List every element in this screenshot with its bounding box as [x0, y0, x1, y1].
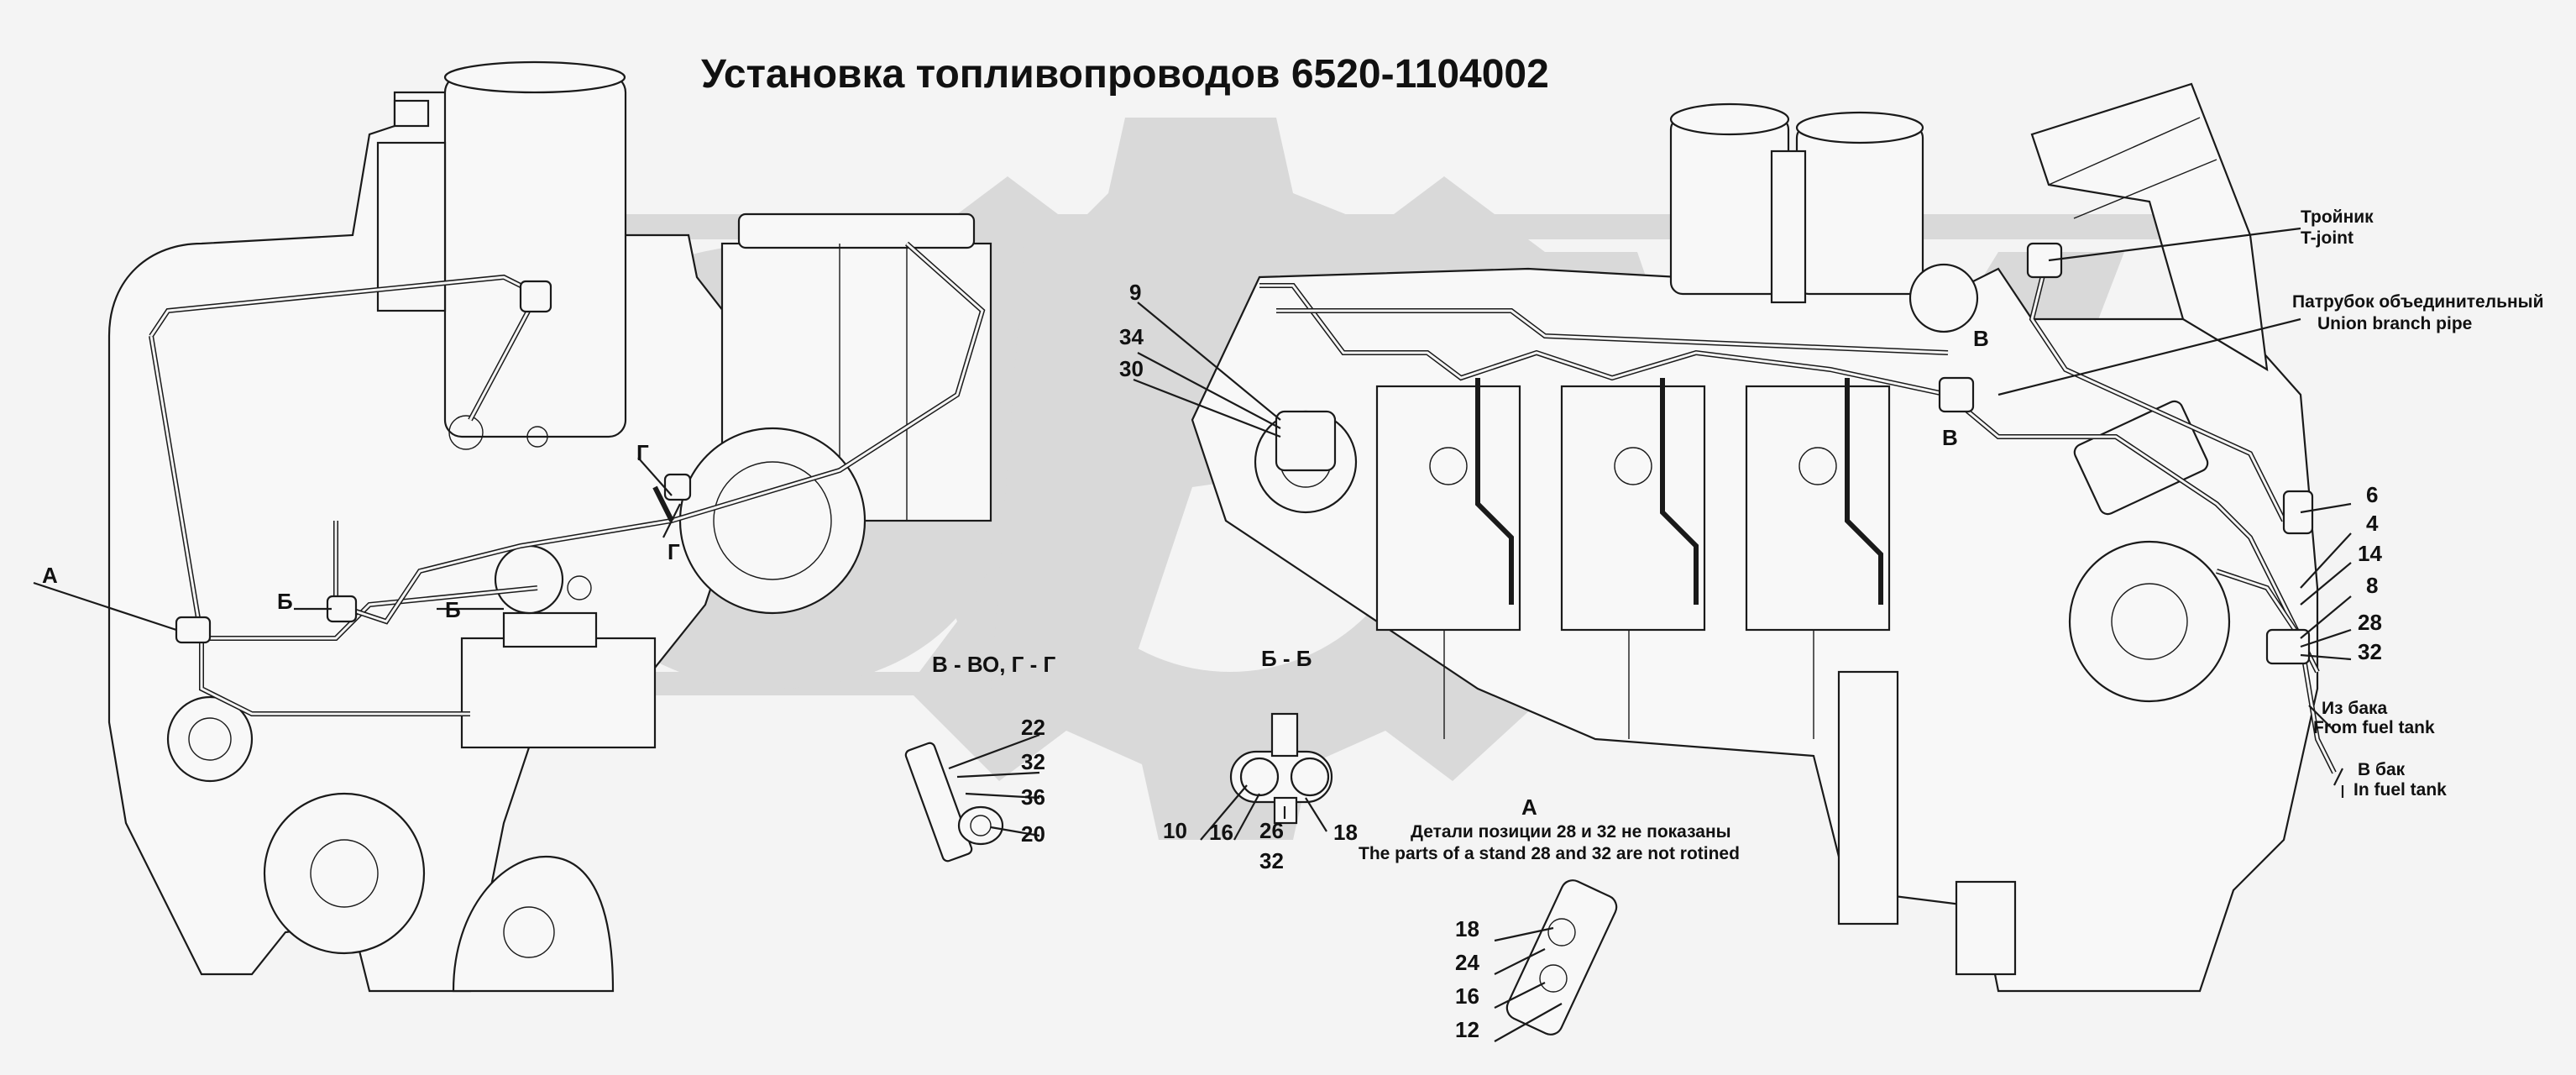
- gear-housing: [263, 792, 426, 955]
- view-g-marker-upper: Г: [636, 440, 649, 465]
- callout-6: 6: [2366, 482, 2378, 507]
- view-b-marker-right: Б: [445, 597, 461, 622]
- view-v-marker-lower: В: [1942, 425, 1958, 450]
- note-en: The parts of a stand 28 and 32 are not r…: [1359, 844, 1740, 863]
- callout-32-vv: 32: [1021, 749, 1045, 774]
- note-ru: Детали позиции 28 и 32 не показаны: [1411, 822, 1731, 842]
- callout-4: 4: [2366, 511, 2379, 536]
- section-bb-title: Б - Б: [1261, 646, 1312, 671]
- pump-block: [460, 637, 657, 749]
- drawing-title: Установка топливопроводов 6520-1104002: [701, 52, 1549, 97]
- callout-16-a: 16: [1455, 983, 1479, 1009]
- tee-label-ru: Тройник: [2301, 207, 2374, 227]
- callout-8: 8: [2366, 573, 2378, 598]
- tee-label-en: T-joint: [2301, 228, 2353, 248]
- view-g-marker-lower: Г: [668, 539, 680, 564]
- callout-18-bb: 18: [1333, 820, 1358, 845]
- callout-22: 22: [1021, 715, 1045, 740]
- section-bb-view: [1200, 712, 1333, 841]
- fitting-9: [1275, 410, 1337, 472]
- callout-30: 30: [1119, 356, 1144, 381]
- callout-14: 14: [2358, 541, 2382, 566]
- view-a-marker: А: [42, 563, 58, 588]
- to-tank-label-ru: В бак: [2358, 760, 2406, 779]
- section-a-view: [1494, 879, 1618, 1042]
- callout-24: 24: [1455, 950, 1479, 975]
- cylinder-1: [1375, 385, 1521, 632]
- right-fuel-pipes: [1259, 242, 2337, 774]
- callout-36: 36: [1021, 784, 1045, 810]
- cylinder-2: [1560, 385, 1706, 632]
- engine-left-block: [107, 60, 992, 993]
- callout-34: 34: [1119, 324, 1144, 349]
- cylinder-3: [1745, 385, 1891, 632]
- callout-32-right: 32: [2358, 639, 2382, 664]
- right-pump: [2068, 540, 2231, 703]
- union-pipe-label-ru: Патрубок объединительный: [2292, 292, 2544, 312]
- view-v-marker-upper: В: [1973, 326, 1989, 351]
- section-vv-view: [904, 733, 1040, 863]
- callout-10: 10: [1163, 818, 1187, 843]
- left-fuel-pipes: [33, 241, 986, 716]
- leader-lines: [1133, 227, 2352, 798]
- section-a-title: А: [1521, 794, 1537, 820]
- callout-28: 28: [2358, 610, 2382, 635]
- callout-32-bb: 32: [1259, 848, 1284, 873]
- callout-26: 26: [1259, 818, 1284, 843]
- view-b-marker-left: Б: [277, 589, 293, 614]
- exhaust-pipe: [443, 74, 627, 438]
- to-tank-label-en: In fuel tank: [2353, 780, 2447, 800]
- callout-18-a: 18: [1455, 916, 1479, 941]
- from-tank-label-en: From fuel tank: [2313, 718, 2435, 737]
- union-pipe-label-en: Union branch pipe: [2317, 314, 2472, 333]
- callout-16-bb: 16: [1209, 820, 1233, 845]
- engine-right-block: [1191, 82, 2319, 993]
- callout-9: 9: [1129, 280, 1141, 305]
- from-tank-label-ru: Из бака: [2322, 699, 2388, 718]
- callout-20: 20: [1021, 821, 1045, 847]
- intake-duct: [2030, 82, 2269, 372]
- callout-12: 12: [1455, 1017, 1479, 1042]
- section-vv-gg-title: В - ВО, Г - Г: [932, 652, 1056, 677]
- oil-filter-right: [1795, 124, 1924, 296]
